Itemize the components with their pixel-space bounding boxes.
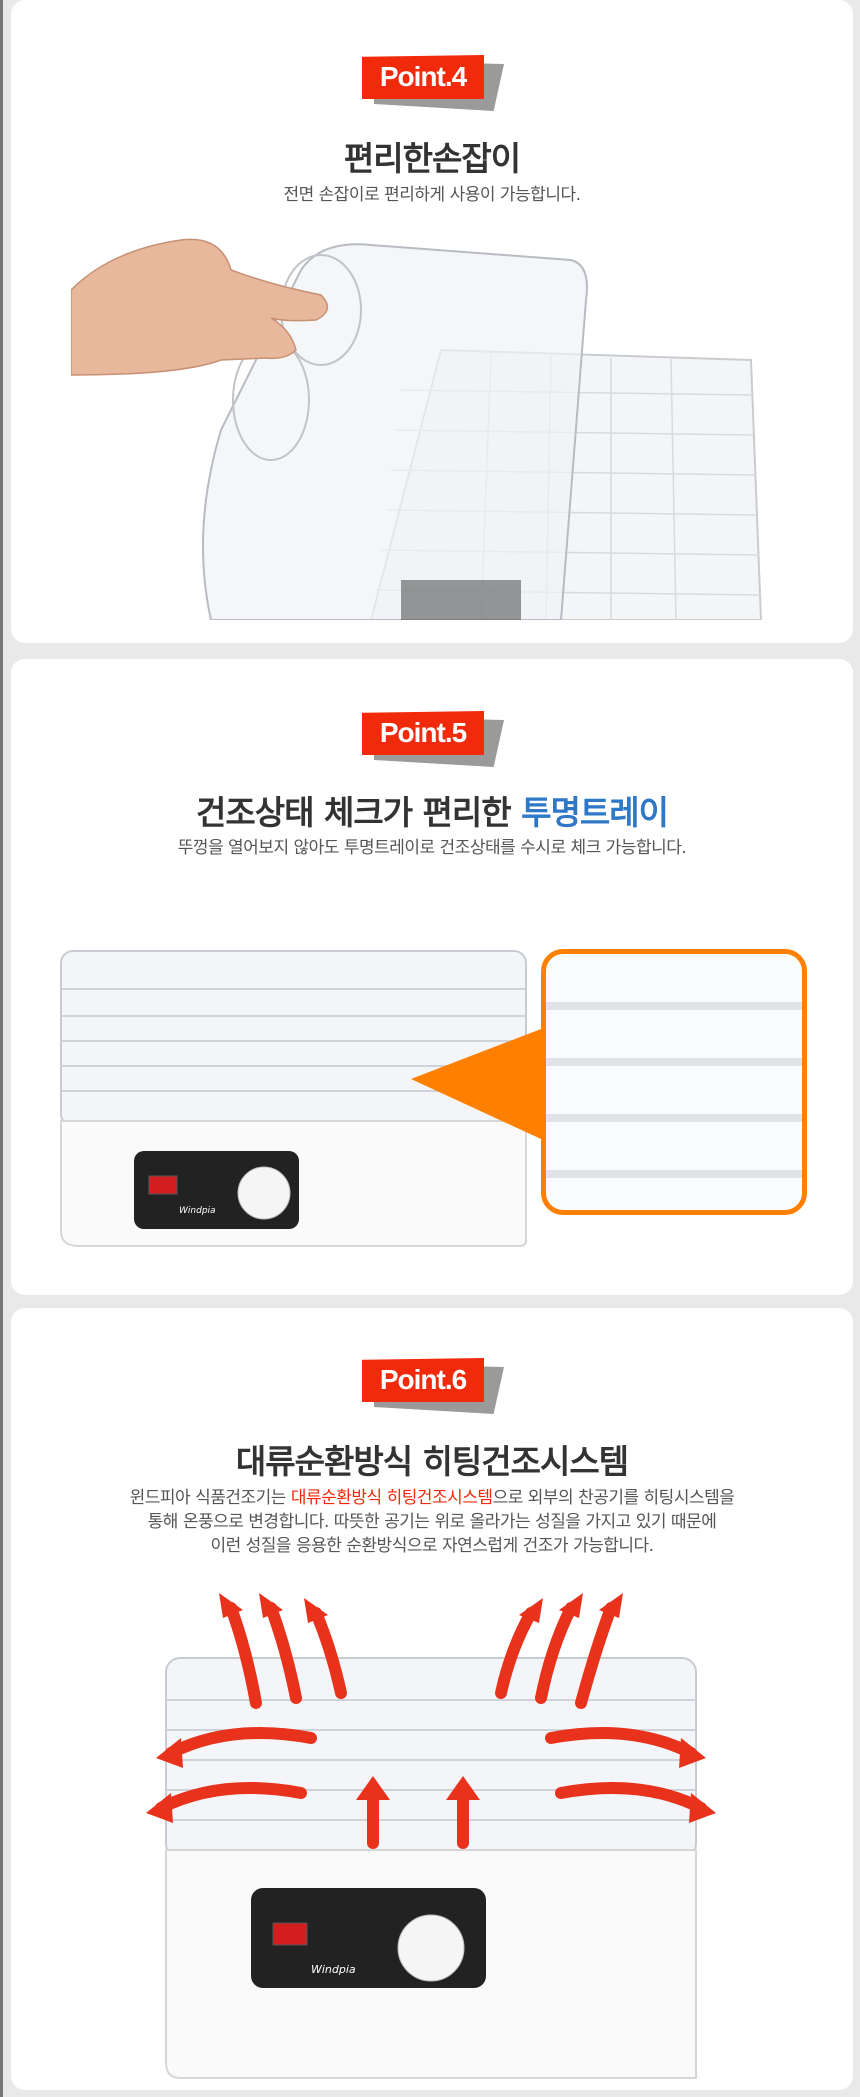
section-subtitle: 뚜껑을 열어보지 않아도 투명트레이로 건조상태를 수시로 체크 가능합니다.	[177, 838, 687, 858]
airflow-arrows	[155, 1602, 707, 1849]
brand-logo: Windpia	[311, 1963, 356, 1976]
title-highlight: 투명트레이	[521, 793, 669, 832]
handle-tray-image	[71, 238, 763, 620]
section-subtitle: 전면 손잡이로 편리하게 사용이 가능합니다.	[283, 185, 581, 205]
dehydrator-airflow-image: Windpia	[146, 1593, 716, 2079]
tray-zoom-callout	[541, 949, 807, 1215]
point-5-section: Point.5 건조상태 체크가 편리한 투명트레이 뚜껑을 열어보지 않아도 …	[11, 659, 853, 1295]
point-badge: Point.5	[362, 711, 504, 767]
section-title: 건조상태 체크가 편리한 투명트레이	[11, 786, 853, 834]
point-badge: Point.6	[362, 1358, 504, 1414]
highlight-text: 대류순환방식 히팅건조시스템	[290, 1488, 493, 1508]
point-4-section: Point.4 편리한손잡이 전면 손잡이로 편리하게 사용이 가능합니다.	[11, 0, 853, 643]
title-text: 건조상태 체크가 편리한	[196, 793, 522, 832]
section-title: 대류순환방식 히팅건조시스템	[235, 1442, 629, 1481]
section-description: 윈드피아 식품건조기는 대류순환방식 히팅건조시스템으로 외부의 찬공기를 히팅…	[129, 1488, 735, 1556]
brand-logo: Windpia	[179, 1206, 216, 1216]
dehydrator-image: Windpia	[60, 950, 527, 1247]
section-title: 편리한손잡이	[343, 139, 521, 178]
point-6-section: Point.6 대류순환방식 히팅건조시스템 윈드피아 식품건조기는 대류순환방…	[11, 1308, 853, 2090]
point-badge: Point.4	[362, 55, 504, 111]
callout-pointer	[411, 1029, 541, 1139]
